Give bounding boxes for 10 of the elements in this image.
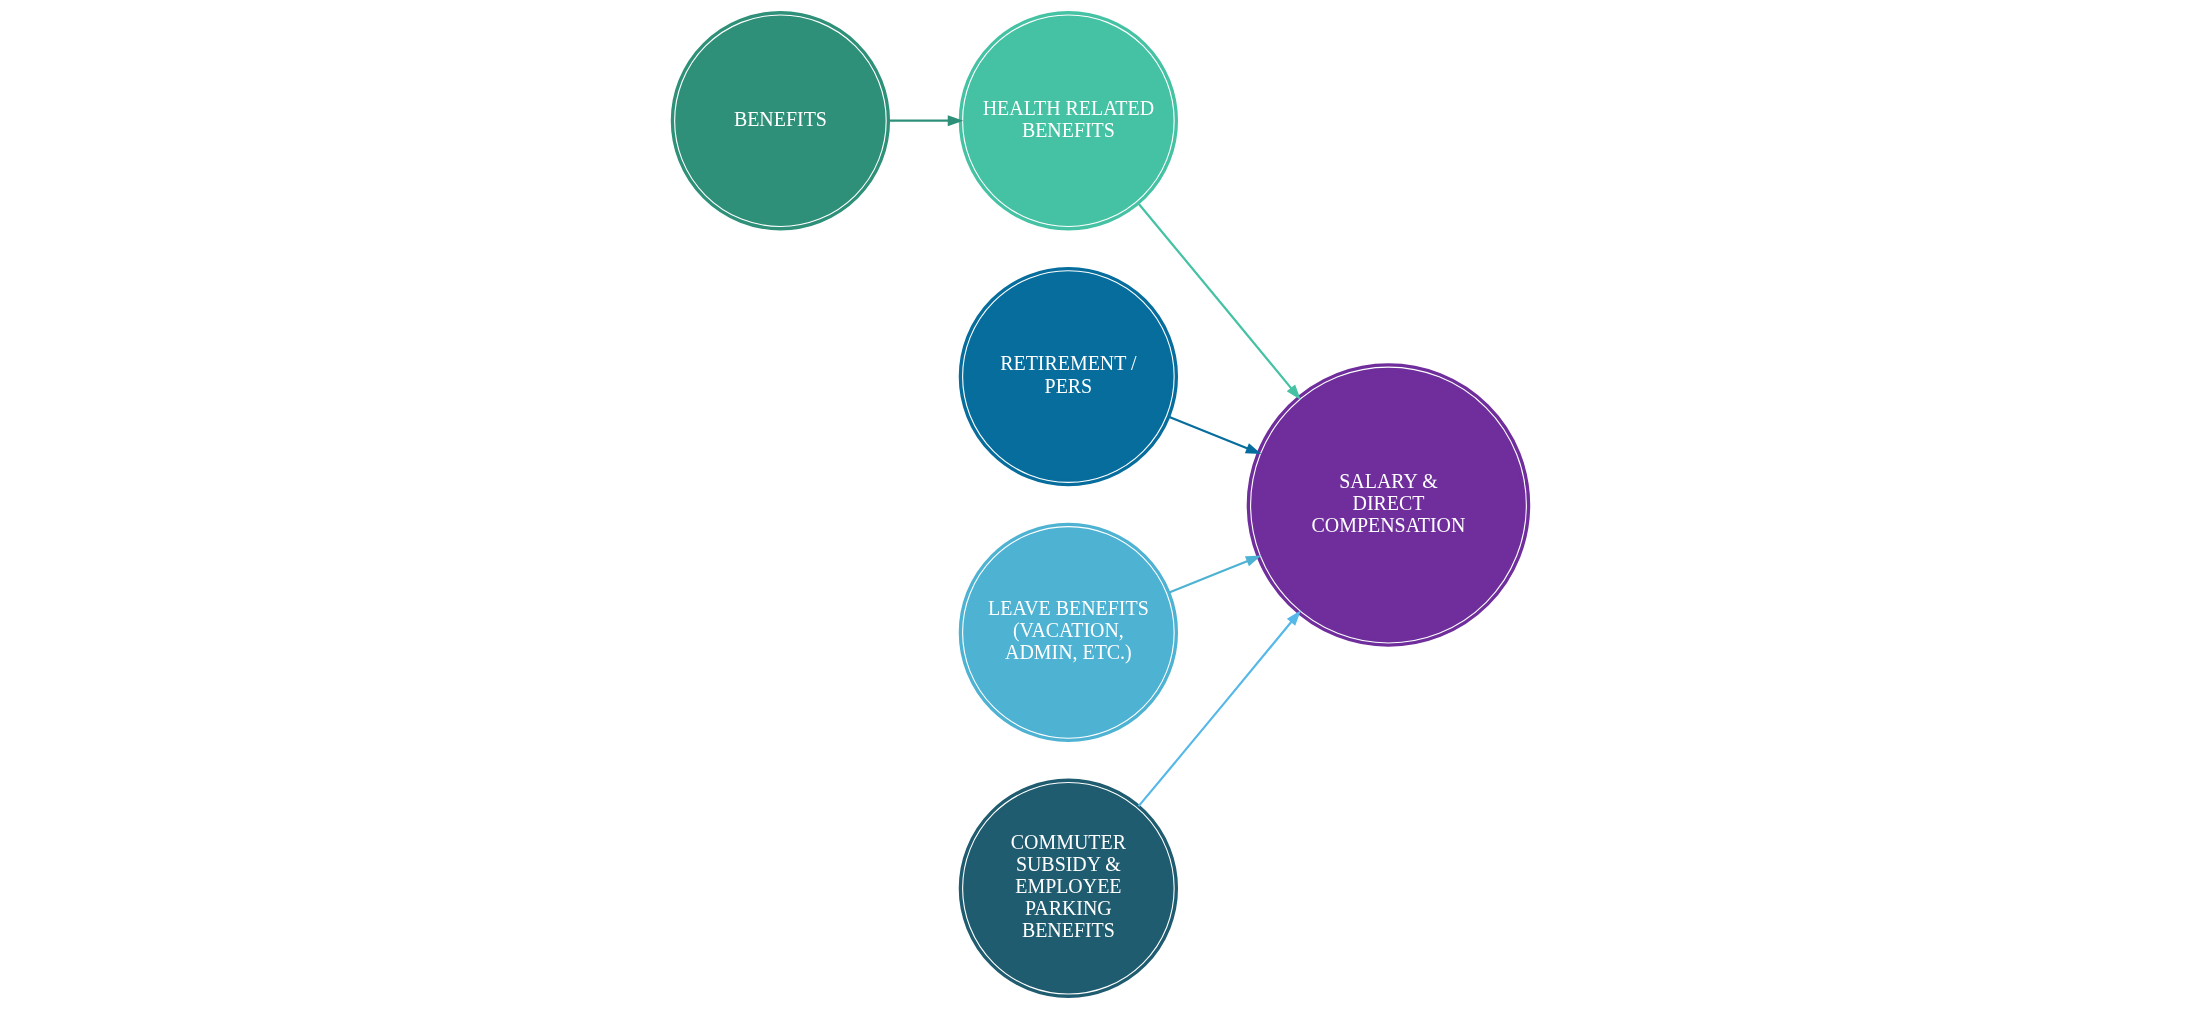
arrow bbox=[1137, 610, 1301, 807]
arrow bbox=[1168, 555, 1261, 594]
arrow bbox=[888, 115, 963, 127]
node-circle: RETIREMENT / PERS bbox=[958, 266, 1178, 487]
node-circle: LEAVE BENEFITS (VACATION, ADMIN, ETC.) bbox=[958, 522, 1178, 743]
node-circle: COMMUTER SUBSIDY & EMPLOYEE PARKING BENEFITS bbox=[958, 778, 1178, 998]
node-circle: BENEFITS bbox=[670, 11, 890, 231]
arrow bbox=[1167, 415, 1261, 455]
node-circle: HEALTH RELATED BENEFITS bbox=[958, 11, 1178, 231]
arrow bbox=[1136, 202, 1301, 400]
